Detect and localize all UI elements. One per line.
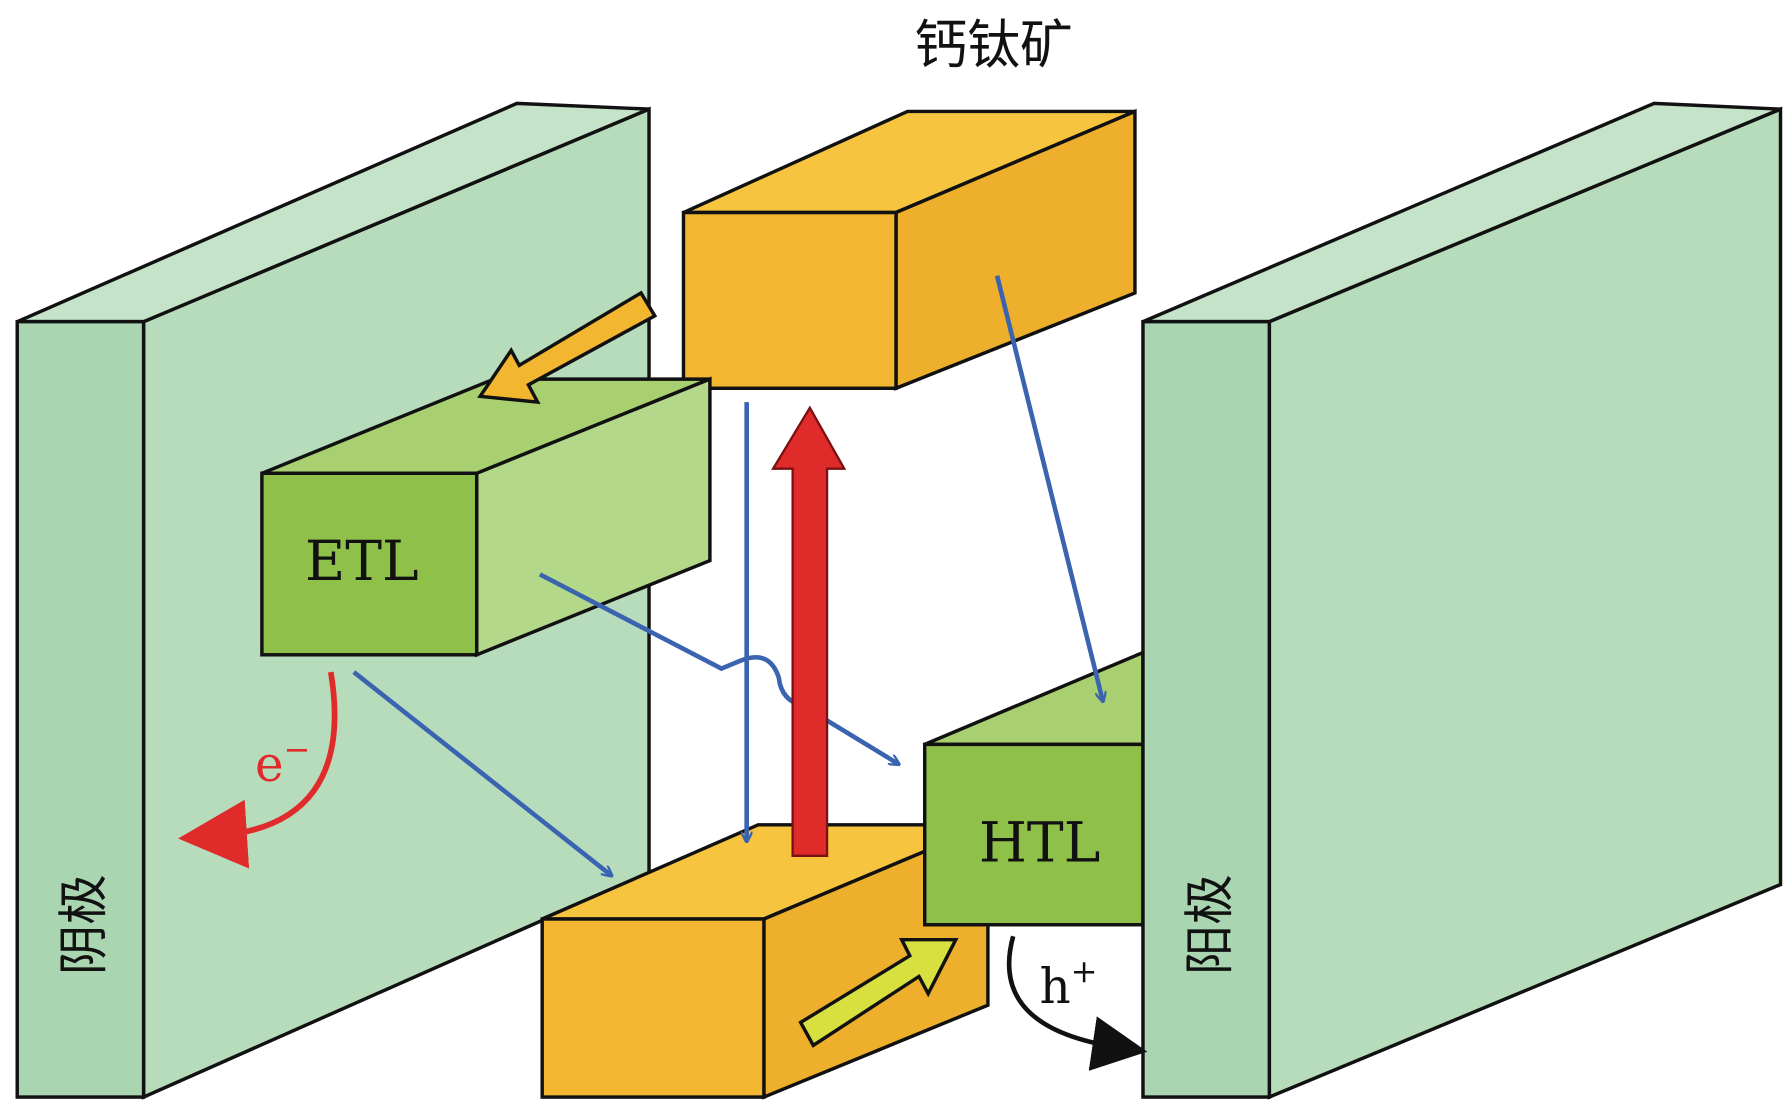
- anode-plate-front: [1141, 319, 1272, 1099]
- hole-extraction-arrow: [1006, 935, 1148, 1071]
- electron-extraction-arrow: [178, 671, 338, 869]
- cathode-label: 阴极: [54, 874, 113, 975]
- etl-box: [260, 376, 712, 658]
- arrow-perovskite-to-htl: [994, 275, 1103, 701]
- htl-label: HTL: [979, 812, 1100, 876]
- excitation-arrow: [771, 405, 847, 857]
- hole-transfer-arrow: [798, 937, 959, 1048]
- anode-label: 阳极: [1180, 874, 1239, 975]
- etl-label: ETL: [305, 530, 419, 594]
- electron-transfer-arrow: [477, 290, 658, 405]
- perovskite-box-top: [681, 108, 1137, 391]
- anode-plate: [1142, 101, 1783, 1100]
- electron-label: e−: [255, 730, 310, 793]
- htl-box: [922, 649, 1145, 927]
- hole-label: h+: [1040, 952, 1098, 1015]
- perovskite-title: 钙钛矿: [914, 15, 1072, 76]
- arrow-etl-to-perovskite: [352, 670, 611, 875]
